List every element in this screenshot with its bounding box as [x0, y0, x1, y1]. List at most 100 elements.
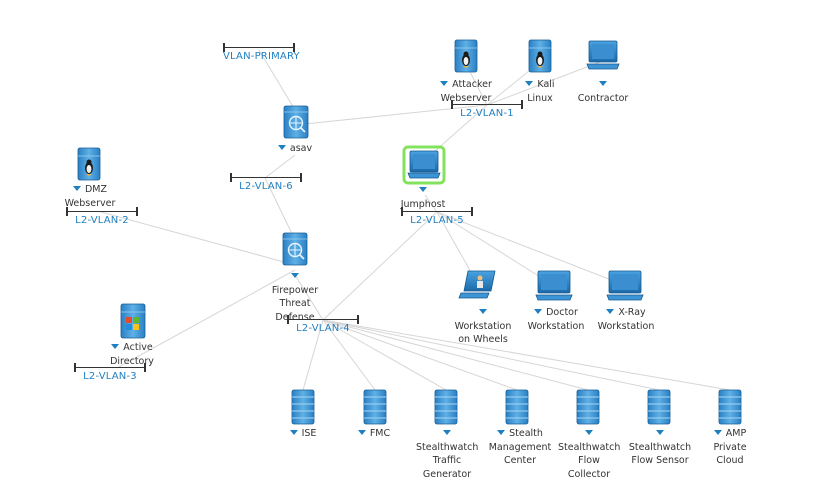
xray-workstation-icon — [606, 270, 644, 301]
node-xray-workstation[interactable]: X-Ray Workstation — [594, 306, 658, 333]
caret-down-icon — [72, 186, 81, 191]
caret-down-icon — [277, 145, 286, 150]
node-firepower-threat-defense[interactable]: Firepower Threat Defense — [265, 270, 325, 324]
stealthwatch-traffic-generator-icon — [434, 389, 458, 425]
vlan-label: L2-VLAN-2 — [75, 215, 129, 226]
node-stealthwatch-traffic-generator[interactable]: Stealthwatch Traffic Generator — [416, 427, 478, 481]
vlan-label: VLAN-PRIMARY — [223, 51, 300, 62]
node-label-line-1: Kali — [515, 78, 565, 92]
firepower-threat-defense-icon — [282, 232, 308, 266]
node-caret-line — [393, 184, 453, 198]
node-caret-line — [451, 306, 515, 320]
node-label-line-2: Flow Sensor — [631, 455, 689, 466]
node-label-line-1: Stealthwatch — [558, 441, 621, 453]
node-jumphost[interactable]: Jumphost — [393, 184, 453, 211]
node-label-line-1: Stealth — [488, 427, 552, 441]
vlan-label: L2-VLAN-4 — [296, 323, 350, 334]
node-label-line-2: Workstation — [597, 320, 655, 332]
caret-down-icon — [357, 430, 366, 435]
caret-down-icon — [656, 430, 664, 435]
vlan-label: L2-VLAN-1 — [460, 108, 514, 119]
node-label-line-1: ISE — [283, 427, 323, 441]
vlan-label: L2-VLAN-6 — [239, 181, 293, 192]
node-label-line-1: Doctor — [524, 306, 588, 320]
node-label-line-1: Jumphost — [400, 198, 446, 210]
node-caret-line — [265, 270, 325, 284]
jumphost-laptop-icon — [402, 145, 446, 185]
node-contractor[interactable]: Contractor — [573, 78, 633, 105]
node-label-line-1: Workstation — [454, 320, 512, 332]
node-label-line-1: AMP — [702, 427, 758, 441]
caret-down-icon — [713, 430, 722, 435]
contractor-laptop-icon — [586, 40, 620, 70]
caret-down-icon — [479, 309, 487, 314]
node-caret-line — [628, 427, 692, 441]
node-label-line-2: Workstation — [527, 320, 585, 332]
asav-icon — [283, 105, 309, 139]
vlan-label: L2-VLAN-3 — [83, 371, 137, 382]
node-ise[interactable]: ISE — [283, 427, 323, 441]
vlan-bar — [401, 207, 473, 216]
node-label-line-2: Traffic — [432, 455, 462, 466]
stealth-management-center-icon — [505, 389, 529, 425]
node-label-line-1: Stealthwatch — [416, 441, 479, 453]
fmc-server-icon — [363, 389, 387, 425]
kali-linux-icon — [528, 39, 552, 73]
caret-down-icon — [525, 81, 534, 86]
active-directory-icon — [120, 303, 146, 339]
vlan-bar — [451, 100, 523, 109]
node-stealth-management-center[interactable]: Stealth Management Center — [488, 427, 552, 468]
vlan-label: L2-VLAN-5 — [410, 215, 464, 226]
caret-down-icon — [497, 430, 506, 435]
node-label-line-3: Cloud — [716, 455, 744, 466]
attacker-webserver-icon — [454, 39, 478, 73]
caret-down-icon — [585, 430, 593, 435]
caret-down-icon — [440, 81, 449, 86]
caret-down-icon — [534, 309, 543, 314]
node-label-line-3: Generator — [422, 468, 472, 480]
node-label-line-2: Directory — [110, 355, 154, 367]
node-label-line-2: Linux — [527, 92, 553, 104]
node-caret-line — [573, 78, 633, 92]
node-label-line-1: Attacker — [436, 78, 496, 92]
node-doctor-workstation[interactable]: Doctor Workstation — [524, 306, 588, 333]
stealthwatch-flow-collector-icon — [576, 389, 600, 425]
node-stealthwatch-flow-collector[interactable]: Stealthwatch Flow Collector — [558, 427, 620, 481]
node-caret-line — [558, 427, 620, 441]
node-label-line-1: Stealthwatch — [628, 441, 692, 453]
vlan-bar — [287, 315, 359, 324]
node-label-line-1: Firepower — [271, 284, 319, 296]
caret-down-icon — [289, 430, 298, 435]
caret-down-icon — [599, 81, 607, 86]
caret-down-icon — [291, 273, 299, 278]
node-label-line-3: Collector — [567, 468, 611, 480]
node-label-line-2: Threat — [279, 298, 311, 309]
node-kali-linux[interactable]: Kali Linux — [515, 78, 565, 105]
node-asav[interactable]: asav — [275, 142, 315, 156]
vlan-bar — [223, 43, 295, 52]
connection-lines — [100, 49, 731, 391]
node-dmz-webserver[interactable]: DMZ Webserver — [60, 183, 120, 210]
node-stealthwatch-flow-sensor[interactable]: Stealthwatch Flow Sensor — [628, 427, 692, 468]
caret-down-icon — [606, 309, 615, 314]
node-label-line-1: DMZ — [60, 183, 120, 197]
node-active-directory[interactable]: Active Directory — [104, 341, 160, 368]
node-label-line-2: Management — [488, 441, 552, 453]
ise-server-icon — [291, 389, 315, 425]
node-label-line-1: Active — [104, 341, 160, 355]
caret-down-icon — [111, 344, 120, 349]
node-attacker-webserver[interactable]: Attacker Webserver — [436, 78, 496, 105]
dmz-webserver-icon — [77, 147, 101, 181]
node-workstation-on-wheels[interactable]: Workstation on Wheels — [451, 306, 515, 347]
node-fmc[interactable]: FMC — [354, 427, 394, 441]
doctor-workstation-icon — [535, 270, 573, 301]
node-label-line-1: Contractor — [577, 92, 629, 104]
node-label-line-2: Webserver — [64, 197, 116, 209]
node-label-line-2: on Wheels — [458, 334, 508, 345]
node-amp-private-cloud[interactable]: AMP Private Cloud — [702, 427, 758, 468]
node-label-line-1: FMC — [354, 427, 394, 441]
caret-down-icon — [419, 187, 427, 192]
workstation-on-wheels-icon — [458, 270, 496, 299]
node-label-line-3: Center — [504, 455, 536, 466]
